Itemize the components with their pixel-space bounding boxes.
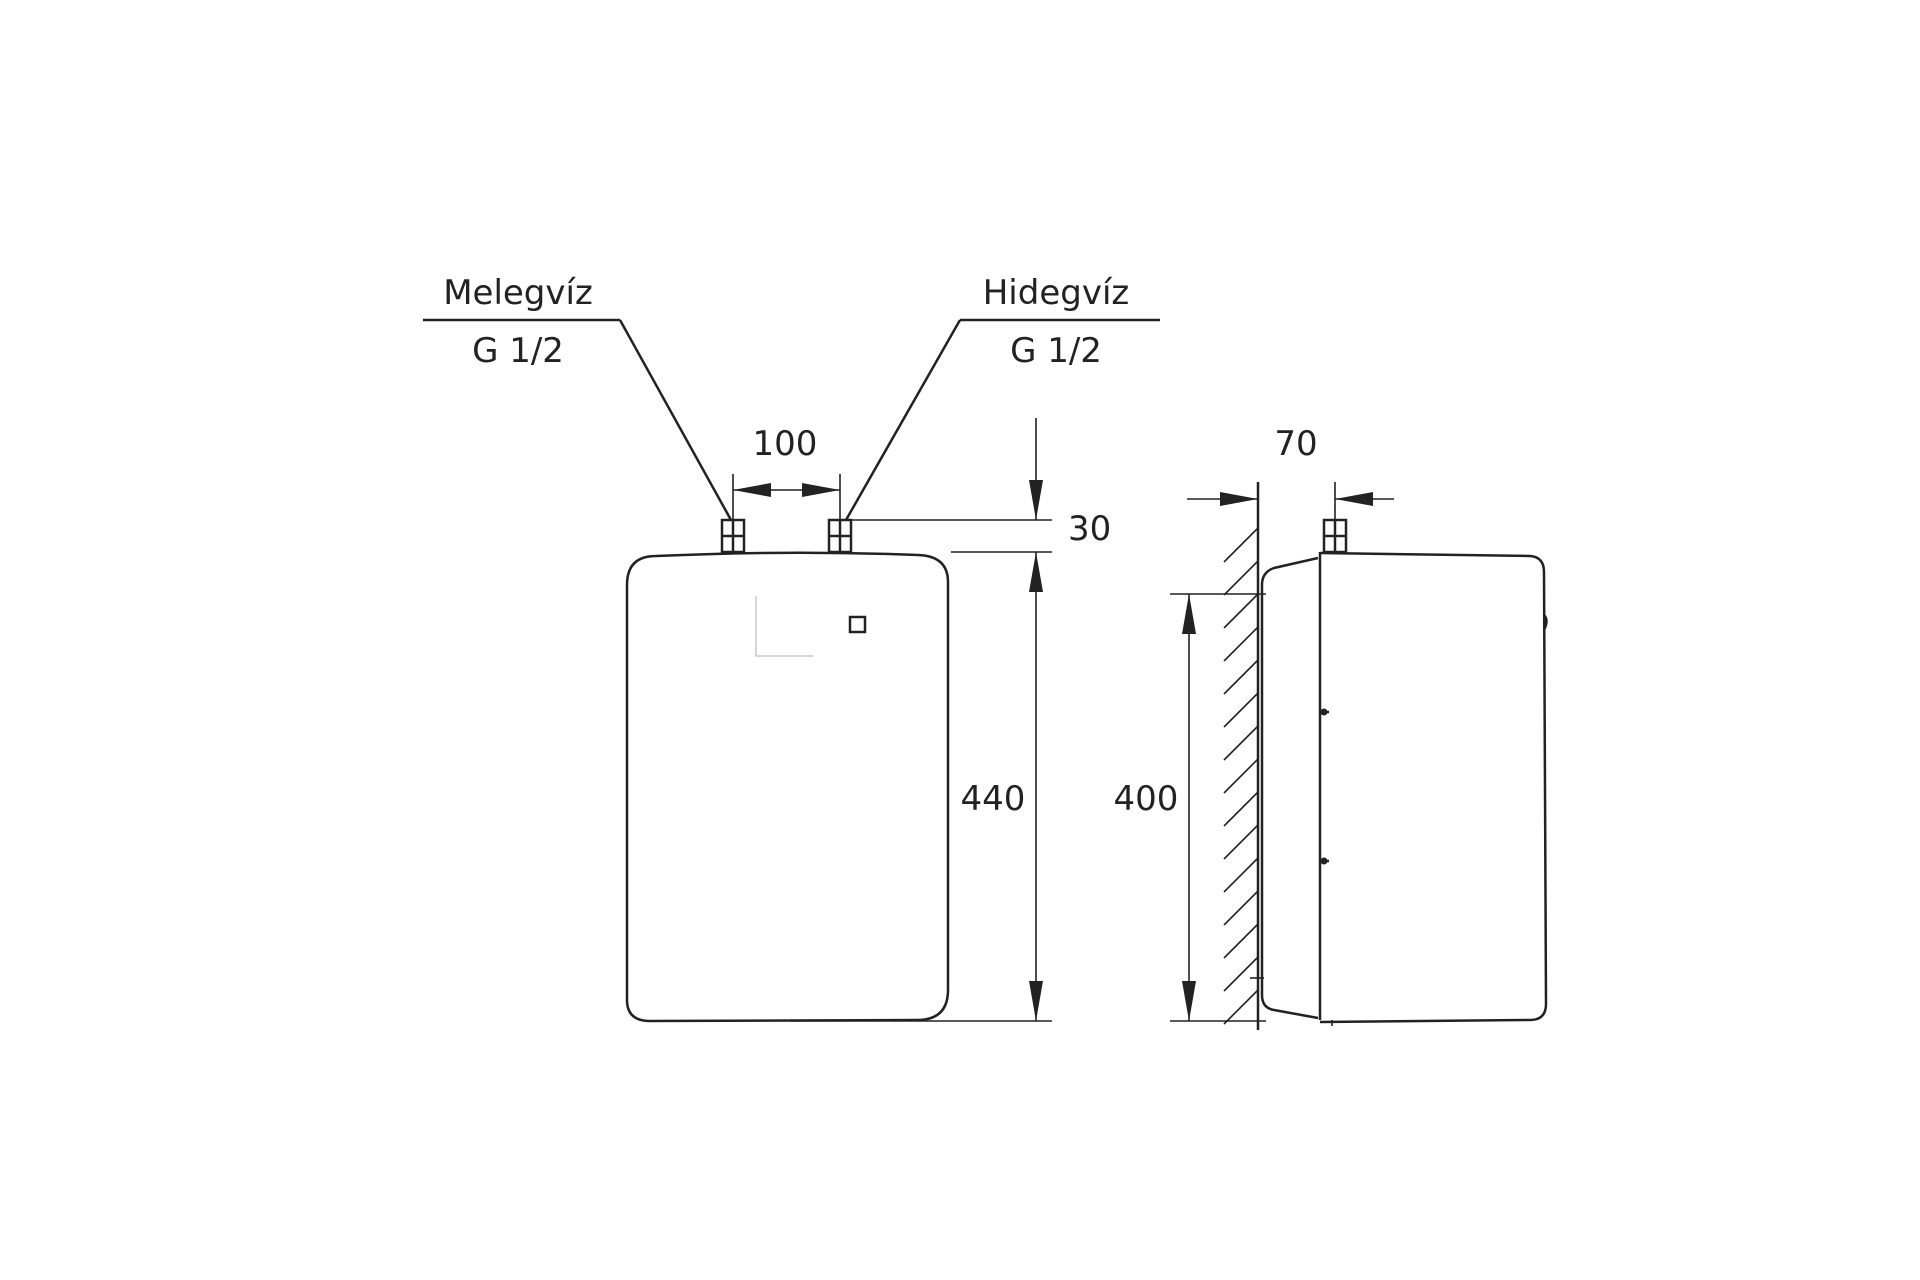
connection-spacing-dimension xyxy=(732,474,841,520)
connection-spacing-value: 100 xyxy=(753,424,818,464)
front-body-outline xyxy=(625,551,950,1023)
side-offset-dimension xyxy=(1187,482,1394,520)
mounting-bracket xyxy=(1260,556,1319,1020)
side-pipe xyxy=(1322,518,1348,554)
hatch-line xyxy=(1223,857,1259,893)
front-height-dimension xyxy=(1029,552,1043,1021)
hot-water-pipe xyxy=(720,518,746,554)
hatch-line xyxy=(1223,923,1259,959)
hatch-line xyxy=(1223,956,1259,992)
indicator-square xyxy=(848,615,867,634)
side-knob xyxy=(1542,614,1548,631)
side-body-outline xyxy=(1319,551,1548,1024)
connection-height-value: 30 xyxy=(1068,509,1111,549)
hatch-line xyxy=(1223,659,1259,695)
side-offset-value: 70 xyxy=(1274,424,1317,464)
cold-water-label: Hidegvíz xyxy=(983,273,1130,313)
side-view: 70 400 xyxy=(1114,424,1548,1030)
cold-water-leader xyxy=(844,318,1160,521)
mounting-screw-lower xyxy=(1320,857,1329,865)
hatch-line xyxy=(1223,593,1259,629)
front-faint-mark xyxy=(755,596,813,657)
wall-hatching xyxy=(1223,527,1259,1025)
hatch-line xyxy=(1223,626,1259,662)
hot-water-label: Melegvíz xyxy=(443,273,593,313)
front-view: Melegvíz G 1/2 Hidegvíz G 1/2 100 30 xyxy=(423,273,1160,1023)
hot-water-thread-label: G 1/2 xyxy=(472,331,564,371)
hatch-line xyxy=(1223,989,1259,1025)
mounting-screw-upper xyxy=(1320,708,1329,716)
hatch-line xyxy=(1223,692,1259,728)
side-height-dimension xyxy=(1170,593,1266,1022)
hatch-line xyxy=(1223,791,1259,827)
hot-water-leader xyxy=(423,318,733,521)
hatch-line xyxy=(1223,758,1259,794)
side-height-value: 400 xyxy=(1114,779,1179,819)
cold-water-pipe xyxy=(827,518,853,554)
hatch-line xyxy=(1223,890,1259,926)
hatch-line xyxy=(1223,824,1259,860)
hatch-line xyxy=(1223,560,1259,596)
hatch-line xyxy=(1223,527,1259,563)
connection-height-dimension xyxy=(1029,418,1043,520)
cold-water-thread-label: G 1/2 xyxy=(1010,331,1102,371)
hatch-line xyxy=(1223,725,1259,761)
front-height-value: 440 xyxy=(961,779,1026,819)
